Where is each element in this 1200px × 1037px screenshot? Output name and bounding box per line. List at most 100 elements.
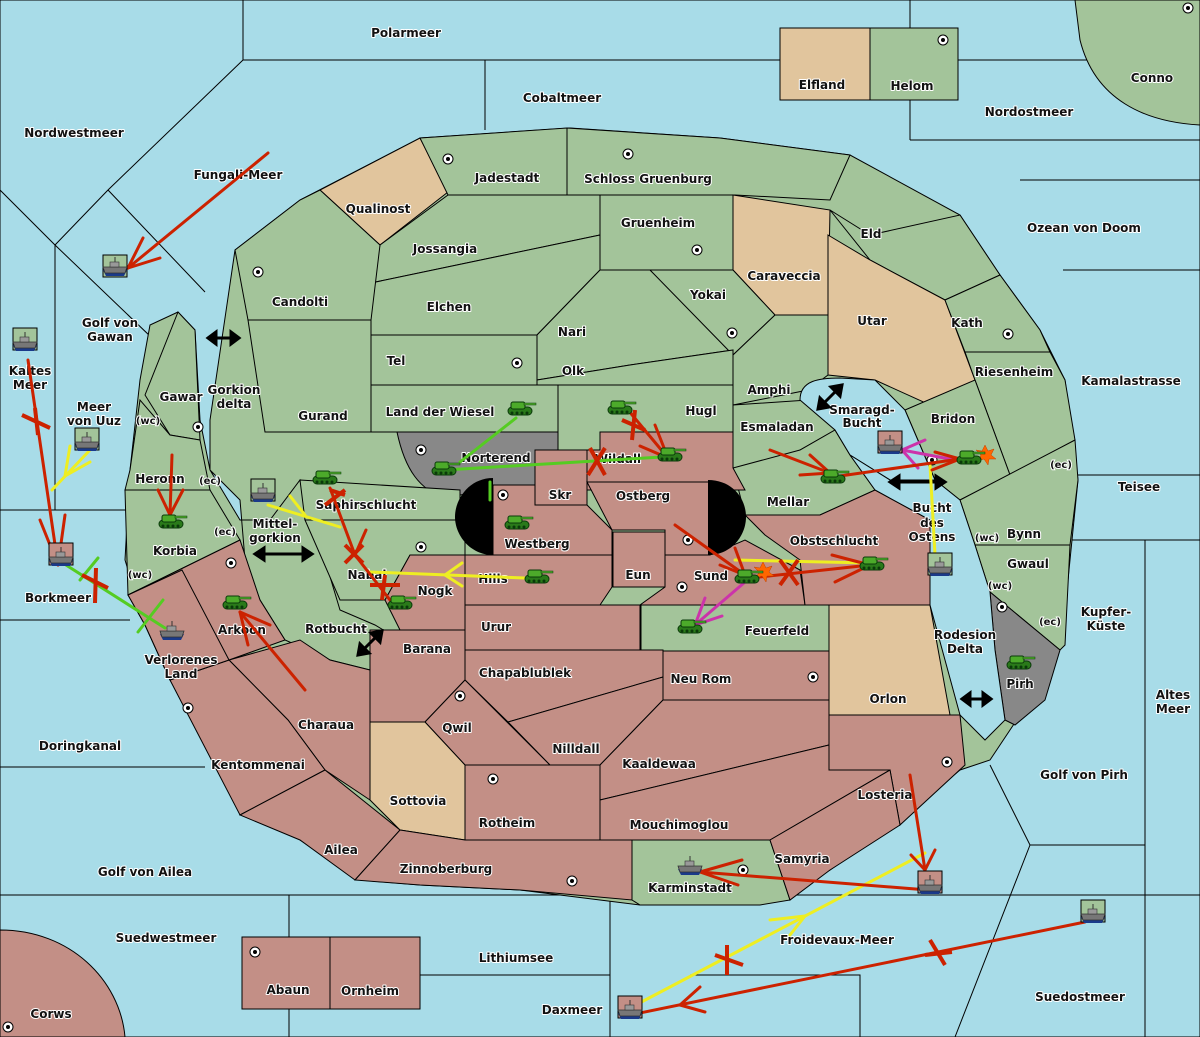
order-line	[900, 438, 927, 452]
label-borkmeer: Borkmeer	[25, 591, 91, 605]
label-golf-von-ailea: Golf von Ailea	[98, 865, 192, 879]
territory-eun[interactable]	[612, 531, 666, 588]
fleet-unit[interactable]	[250, 478, 276, 503]
territory-kath[interactable]	[944, 274, 1051, 353]
fleet-unit[interactable]	[74, 427, 100, 452]
label-altes-meer-2: Meer	[1156, 702, 1190, 716]
label-obstschlucht: Obstschlucht	[790, 534, 879, 548]
label-verlorenes-land-1: Verlorenes	[145, 653, 218, 667]
orders-yellow	[50, 444, 937, 1010]
fleet-unit[interactable]	[917, 870, 943, 895]
label-losteria: Losteria	[857, 788, 912, 802]
label-candolti: Candolti	[272, 295, 328, 309]
double-arrow-icon	[887, 473, 948, 491]
order-line	[458, 416, 518, 464]
label-bucht-des-ostens-3: Ostens	[909, 530, 956, 544]
order-line	[443, 573, 464, 588]
label-helom: Helom	[890, 79, 933, 93]
fleet-unit[interactable]	[927, 552, 953, 577]
territory-elfland[interactable]	[779, 27, 871, 101]
order-line	[768, 448, 832, 475]
label-heronn: Heronn	[135, 472, 184, 486]
territory-skr[interactable]	[534, 449, 588, 506]
label-saphirschlucht: Saphirschlucht	[316, 498, 417, 512]
territory-gawar[interactable]	[144, 311, 201, 441]
fleet-unit[interactable]	[617, 995, 643, 1020]
label-hills: Hills	[478, 572, 508, 586]
label-golf-von-pirh: Golf von Pirh	[1040, 768, 1128, 782]
coast-korbia-wc: (wc)	[128, 570, 152, 581]
order-line	[909, 853, 927, 872]
sea-labels: Polarmeer Cobaltmeer Nordostmeer Nordwes…	[8, 25, 1191, 1018]
territory-zinnoberburg[interactable]	[353, 829, 633, 901]
label-gorkion-delta-1: Gorkion	[208, 383, 261, 397]
fleet-unit[interactable]	[12, 327, 38, 352]
coast-gwaul-ec: (ec)	[1039, 617, 1061, 628]
label-mellar: Mellar	[767, 495, 809, 509]
label-doringkanal: Doringkanal	[39, 739, 121, 753]
orders-magenta	[693, 438, 957, 627]
territory-feuerfeld[interactable]	[640, 604, 830, 652]
label-corws: Corws	[30, 1007, 71, 1021]
territory-conno[interactable]	[1074, 0, 1200, 126]
label-altes-meer-1: Altes	[1156, 688, 1190, 702]
label-meer-von-uuz-1: Meer	[77, 400, 111, 414]
label-ailea: Ailea	[324, 843, 358, 857]
label-gwaul: Gwaul	[1007, 557, 1049, 571]
label-rodesion-delta-1: Rodesion	[934, 628, 996, 642]
territory-verlorenes-land[interactable]	[127, 569, 230, 681]
label-schloss-gruenburg: Schloss Gruenburg	[584, 172, 712, 186]
label-urur: Urur	[481, 620, 511, 634]
coast-labels: (wc) (ec) (ec) (wc) (ec) (wc) (wc) (ec)	[127, 415, 1073, 629]
territory-neu-rom[interactable]	[662, 650, 830, 702]
label-skr: Skr	[549, 488, 572, 502]
order-line	[26, 358, 60, 567]
label-gorkion-delta-2: delta	[217, 397, 252, 411]
order-line	[443, 561, 464, 577]
order-line	[678, 1003, 707, 1014]
fleet-unit[interactable]	[1080, 899, 1106, 924]
fleet-unit[interactable]	[877, 430, 903, 455]
label-kamalastrasse: Kamalastrasse	[1081, 374, 1181, 388]
territory-samyria[interactable]	[769, 769, 901, 901]
label-lithiumsee: Lithiumsee	[479, 951, 554, 965]
label-jossangia: Jossangia	[412, 242, 477, 256]
cross-mark-icon	[81, 567, 109, 604]
label-mittel-gorkion-2: gorkion	[249, 531, 301, 545]
label-sottovia: Sottovia	[390, 794, 447, 808]
land-labels: Elfland Helom Conno Qualinost Jadestadt …	[29, 70, 1174, 1022]
order-line	[136, 598, 165, 634]
fleet-unit[interactable]	[102, 254, 128, 278]
label-conno: Conno	[1131, 71, 1173, 85]
order-line	[288, 494, 307, 517]
label-jadestadt: Jadestadt	[474, 171, 540, 185]
impassable-east	[708, 480, 746, 555]
label-neu-rom: Neu Rom	[671, 672, 732, 686]
coast-korbia-ec: (ec)	[214, 527, 236, 538]
label-bridon: Bridon	[931, 412, 976, 426]
order-line	[933, 450, 962, 461]
fleet-unit[interactable]	[48, 542, 74, 567]
label-ornheim: Ornheim	[341, 984, 399, 998]
impassable-west	[455, 478, 493, 555]
label-sund: Sund	[694, 569, 728, 583]
label-ozean-von-doom: Ozean von Doom	[1027, 221, 1141, 235]
label-kath: Kath	[951, 316, 983, 330]
order-line	[238, 610, 307, 692]
label-rotheim: Rotheim	[479, 816, 536, 830]
label-eld: Eld	[861, 227, 882, 241]
order-line	[788, 914, 807, 937]
label-karminstadt: Karminstadt	[648, 881, 732, 895]
territory-corws[interactable]	[0, 929, 126, 1037]
order-line	[768, 914, 807, 922]
cross-mark-icon	[370, 574, 400, 601]
coast-heronn-ec: (ec)	[199, 476, 221, 487]
coast-gawar-wc: (wc)	[136, 416, 160, 427]
order-line	[928, 463, 937, 557]
order-line	[693, 580, 747, 627]
territory-ornheim[interactable]	[329, 936, 421, 1010]
label-chapablublek: Chapablublek	[479, 666, 572, 680]
territory-gruenheim[interactable]	[599, 194, 734, 272]
